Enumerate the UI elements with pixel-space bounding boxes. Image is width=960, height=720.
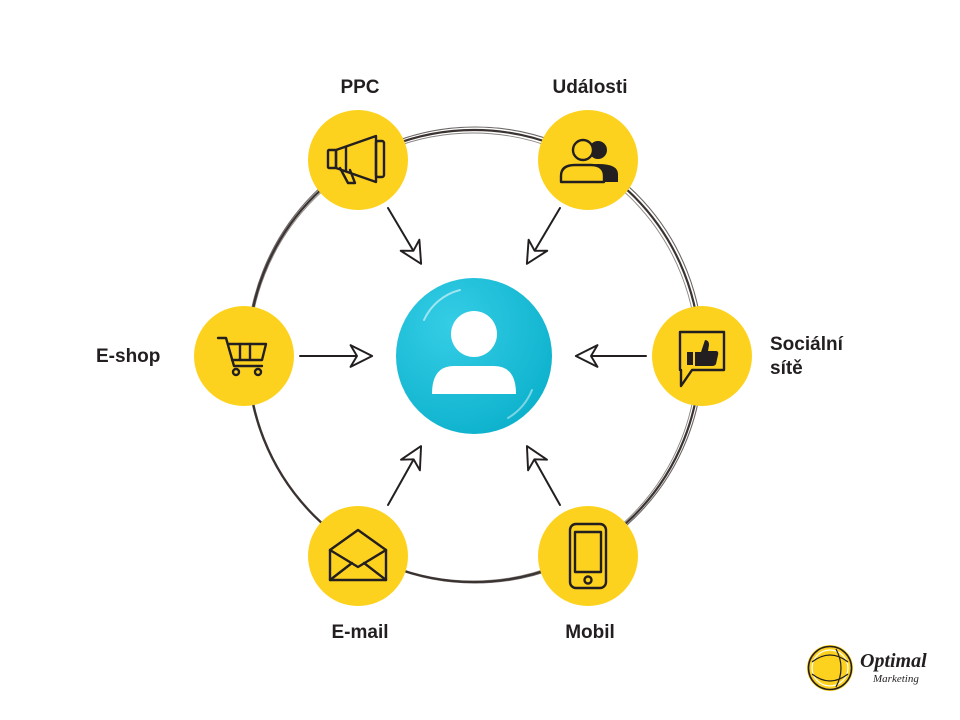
logo-subtitle: Marketing: [873, 673, 919, 685]
arrow-mobil: [525, 445, 561, 506]
envelope-icon: [328, 528, 388, 582]
label-eshop: E-shop: [96, 346, 161, 367]
logo-mark: [807, 645, 853, 691]
megaphone-icon: [326, 134, 386, 185]
label-ppc: PPC: [340, 77, 380, 98]
arrows: [299, 207, 647, 506]
node-ppc: [308, 110, 408, 210]
node-udalosti: [538, 110, 638, 210]
node-social: [652, 306, 752, 406]
arrow-email: [387, 445, 423, 506]
phone-icon: [568, 522, 608, 590]
thumbs-up-icon: [678, 330, 726, 388]
arrow-udalosti: [525, 207, 561, 265]
center-node: [396, 278, 552, 434]
node-eshop: [194, 306, 294, 406]
label-social: Sociální sítě: [770, 334, 843, 379]
node-email: [308, 506, 408, 606]
arrow-ppc: [387, 207, 423, 265]
people-icon: [559, 138, 618, 184]
label-mobil: Mobil: [565, 622, 615, 643]
label-email: E-mail: [331, 622, 389, 643]
node-mobil: [538, 506, 638, 606]
user-icon: [432, 311, 516, 394]
logo-title: Optimal: [860, 650, 927, 672]
cart-icon: [216, 336, 268, 377]
label-udalosti: Události: [552, 77, 628, 98]
